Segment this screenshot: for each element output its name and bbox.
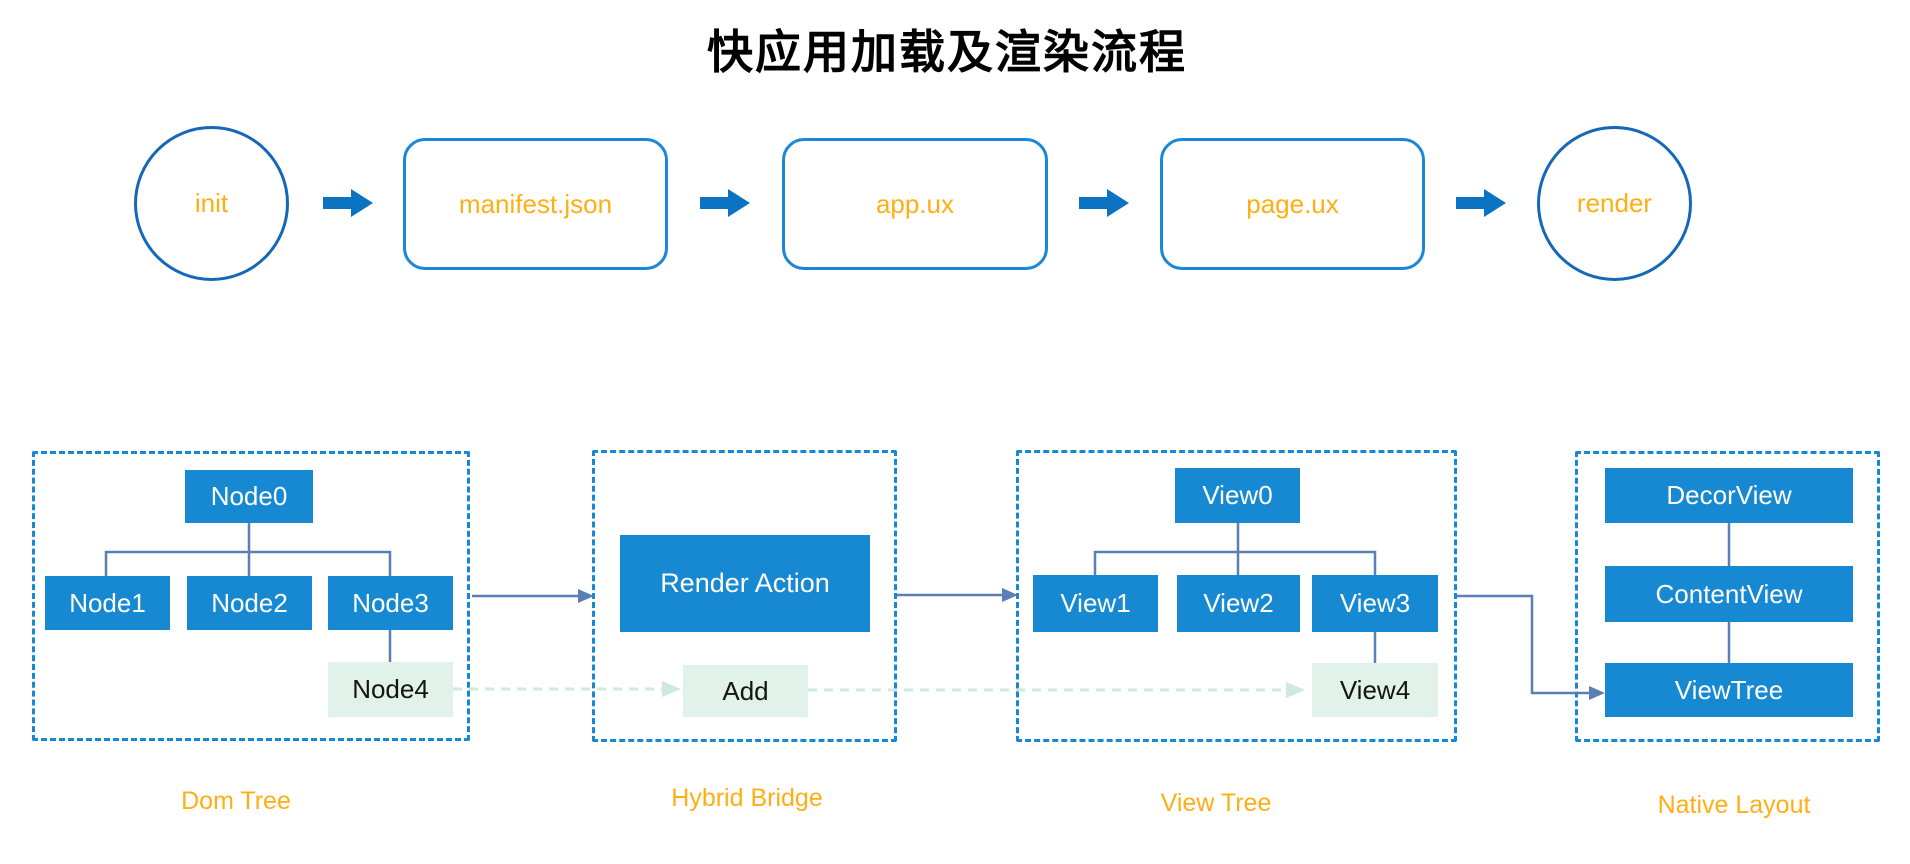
dom-node4: Node4 [328, 662, 453, 717]
flow-step-init-label: init [194, 188, 229, 218]
view-node4: View4 [1312, 663, 1438, 717]
flow-step-app-ux-label: app.ux [875, 188, 955, 219]
flow-step-init: init [134, 126, 289, 281]
view-node0: View0 [1175, 468, 1300, 523]
flow-step-page-ux-label: page.ux [1246, 188, 1339, 219]
view-node1: View1 [1033, 575, 1158, 632]
flow-step-manifest: manifest.json [403, 138, 668, 270]
dom-node2: Node2 [187, 576, 312, 630]
dom-node3: Node3 [328, 576, 453, 630]
dom-node0: Node0 [185, 470, 313, 523]
flow-step-render: render [1537, 126, 1692, 281]
flow-step-render-label: render [1576, 188, 1653, 218]
caption-dom-tree: Dom Tree [181, 787, 291, 815]
flow-step-manifest-label: manifest.json [458, 188, 613, 219]
content-view-node: ContentView [1605, 566, 1853, 622]
caption-native-layout: Native Layout [1657, 791, 1811, 819]
view-tree-node: ViewTree [1605, 663, 1853, 717]
caption-hybrid-bridge: Hybrid Bridge [671, 784, 823, 812]
dom-node1: Node1 [45, 576, 170, 630]
flow-step-page-ux: page.ux [1160, 138, 1425, 270]
flow-arrow-icon [700, 189, 750, 217]
page-title: 快应用加载及渲染流程 [707, 27, 1187, 78]
view-node3: View3 [1312, 575, 1438, 632]
flow-step-app-ux: app.ux [782, 138, 1048, 270]
group-dom-tree [32, 451, 470, 741]
add-node: Add [683, 665, 808, 717]
view-node2: View2 [1177, 575, 1300, 632]
caption-view-tree: View Tree [1160, 789, 1272, 817]
flow-arrow-icon [1079, 189, 1129, 217]
flow-arrow-icon [323, 189, 373, 217]
arrow-view-to-native [1457, 594, 1589, 695]
decor-view-node: DecorView [1605, 468, 1853, 523]
flow-arrow-icon [1456, 189, 1506, 217]
render-action-node: Render Action [620, 535, 870, 632]
